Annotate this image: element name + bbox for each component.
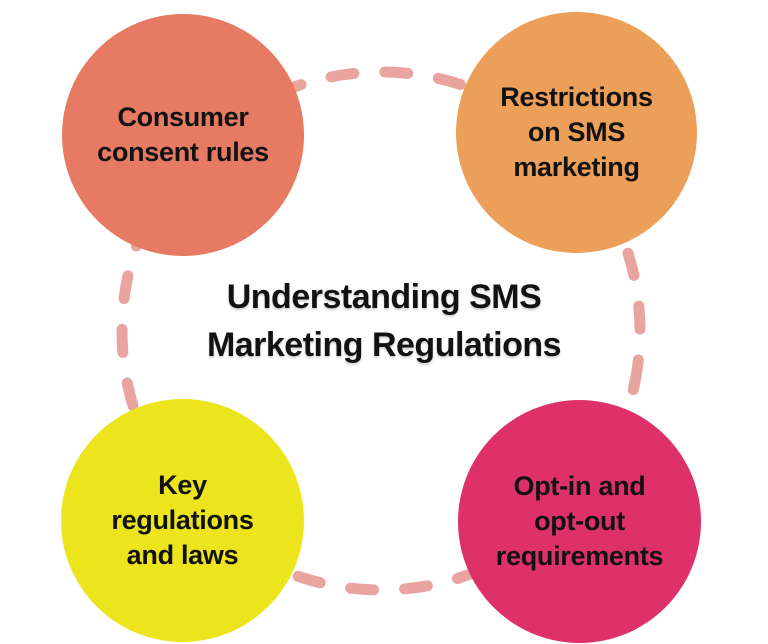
title-line: Understanding SMS: [226, 278, 542, 316]
circle-label-opt-in-and-opt-out-requirements: Opt-in and opt-out requirements: [495, 469, 664, 574]
diagram-title: Understanding SMS Marketing Regulations: [0, 273, 768, 369]
label-line: Opt-in and: [513, 471, 646, 501]
label-line: and laws: [126, 540, 239, 570]
label-line: marketing: [513, 152, 640, 182]
label-line: requirements: [495, 541, 664, 571]
circle-label-restrictions-on-sms-marketing: Restrictions on SMS marketing: [500, 80, 653, 185]
circle-opt-in-and-opt-out-requirements: Opt-in and opt-out requirements: [458, 400, 701, 643]
label-line: Consumer: [117, 102, 249, 132]
label-line: Restrictions: [500, 82, 653, 112]
label-line: opt-out: [534, 506, 625, 536]
circle-consumer-consent-rules: Consumer consent rules: [62, 14, 304, 256]
label-line: regulations: [111, 505, 254, 535]
circle-label-consumer-consent-rules: Consumer consent rules: [97, 100, 269, 170]
label-line: on SMS: [527, 117, 626, 147]
title-line: Marketing Regulations: [206, 326, 562, 364]
circle-restrictions-on-sms-marketing: Restrictions on SMS marketing: [456, 12, 697, 253]
dashed-circle-path: [116, 66, 646, 596]
circle-key-regulations-and-laws: Key regulations and laws: [61, 399, 304, 642]
label-line: Key: [158, 470, 207, 500]
circle-label-key-regulations-and-laws: Key regulations and laws: [111, 468, 254, 573]
label-line: consent rules: [97, 137, 269, 167]
